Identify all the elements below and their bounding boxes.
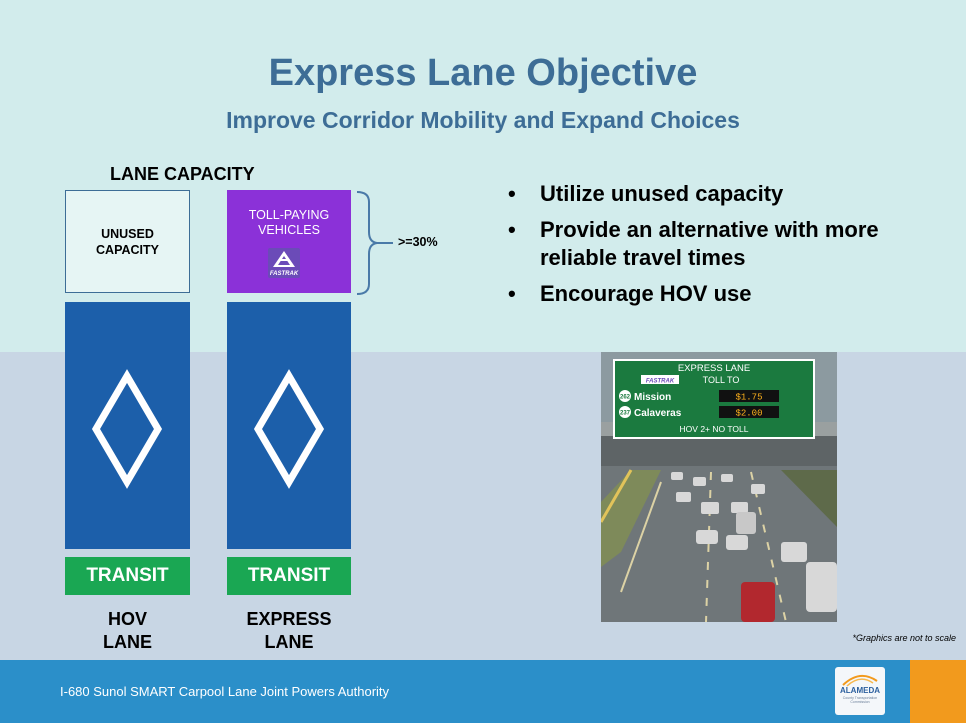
bullet-text: Encourage HOV use (540, 281, 752, 306)
diamond-icon (253, 369, 325, 489)
unused-capacity-label: UNUSED CAPACITY (96, 226, 159, 257)
logo-wordmark: ALAMEDA (840, 686, 880, 695)
footer-text: I-680 Sunol SMART Carpool Lane Joint Pow… (60, 684, 390, 699)
express-lane-label: EXPRESS LANE (227, 608, 351, 654)
bullet-icon: • (508, 181, 516, 206)
lane-capacity-heading: LANE CAPACITY (110, 164, 255, 184)
logo-arcs-icon (842, 674, 878, 687)
sign-destination-2: Calaveras (634, 408, 682, 419)
bullet-icon: • (508, 217, 516, 242)
footer-bar (0, 660, 966, 723)
bullet-item: • Provide an alternative with more reliab… (508, 216, 928, 272)
sign-header-text: EXPRESS LANE (678, 363, 750, 374)
slide-title: Express Lane Objective (268, 52, 698, 94)
transit-label-express: TRANSIT (227, 557, 351, 595)
sign-toll-2: $2.00 (735, 409, 762, 419)
sign-toll-to-text: TOLL TO (703, 375, 740, 385)
bullet-item: • Encourage HOV use (508, 280, 928, 308)
sign-route-1: 262 (620, 395, 631, 401)
sign-footer-text: HOV 2+ NO TOLL (680, 424, 749, 434)
percent-label: >=30% (398, 235, 438, 249)
capacity-bracket-icon (356, 191, 393, 295)
fastrak-icon: FASTRAK (268, 248, 300, 278)
transit-label-hov: TRANSIT (65, 557, 190, 595)
hov-lane-bar (65, 302, 190, 549)
express-lane-text: EXPRESS LANE (246, 609, 332, 652)
hov-lane-label: HOV LANE (65, 608, 190, 654)
bullet-icon: • (508, 281, 516, 306)
toll-paying-label: TOLL-PAYING VEHICLES (248, 208, 330, 237)
bullet-item: • Utilize unused capacity (508, 180, 928, 208)
sign-route-2: 237 (620, 411, 631, 417)
bullet-text: Provide an alternative with more reliabl… (540, 217, 879, 270)
bullet-text: Utilize unused capacity (540, 181, 784, 206)
bullet-list: • Utilize unused capacity • Provide an alt… (508, 180, 928, 316)
unused-capacity-box: UNUSED CAPACITY (65, 190, 190, 293)
express-lane-photo: EXPRESS LANE FASTRAK TOLL TO 262 Mission… (601, 352, 837, 622)
sign-fastrak-text: FASTRAK (646, 379, 675, 385)
hov-lane-text: HOV LANE (103, 609, 152, 652)
slide-subtitle: Improve Corridor Mobility and Expand Cho… (226, 107, 740, 133)
sign-toll-1: $1.75 (735, 393, 762, 403)
fastrak-logo-text: FASTRAK (270, 271, 299, 277)
background-top (0, 0, 966, 352)
footer-accent (910, 660, 966, 723)
logo-subtext: County Transportation Commission (842, 696, 878, 704)
diamond-icon (91, 369, 163, 489)
alameda-logo: ALAMEDA County Transportation Commission (835, 667, 885, 715)
scale-note: *Graphics are not to scale (852, 633, 956, 643)
toll-paying-vehicles-box: TOLL-PAYING VEHICLES FASTRAK (227, 190, 351, 293)
express-lane-bar (227, 302, 351, 549)
sign-destination-1: Mission (634, 392, 671, 403)
